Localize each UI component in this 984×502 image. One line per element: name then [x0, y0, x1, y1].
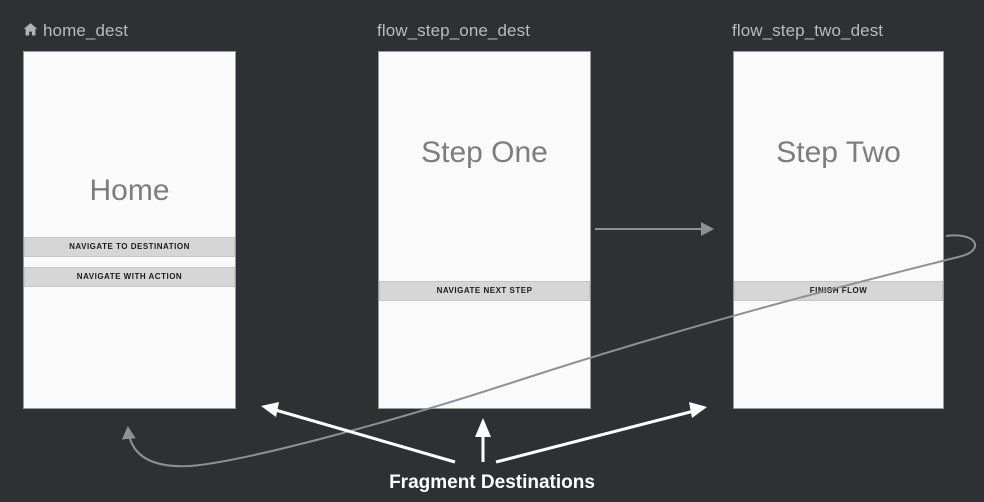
- button-navigate-next-step[interactable]: NAVIGATE NEXT STEP: [379, 281, 590, 301]
- button-finish-flow[interactable]: FINISH FLOW: [734, 281, 943, 301]
- screen-title-step-one: Step One: [421, 136, 548, 169]
- button-navigate-to-destination[interactable]: NAVIGATE TO DESTINATION: [24, 237, 235, 257]
- destination-card-home-dest[interactable]: Home NAVIGATE TO DESTINATION NAVIGATE WI…: [23, 51, 236, 409]
- destination-card-flow-step-two-dest[interactable]: Step Two FINISH FLOW: [733, 51, 944, 409]
- screen-title-step-two: Step Two: [776, 136, 901, 169]
- destination-label-flow-step-one-dest[interactable]: flow_step_one_dest: [377, 21, 531, 40]
- callout-label-fragment-destinations: Fragment Destinations: [389, 472, 595, 493]
- destination-label-home-dest[interactable]: home_dest: [43, 21, 129, 40]
- screen-title-home: Home: [89, 174, 170, 207]
- home-icon: [22, 21, 39, 38]
- callout-arrow-up: [475, 418, 491, 462]
- destination-card-flow-step-one-dest[interactable]: Step One NAVIGATE NEXT STEP: [378, 51, 591, 409]
- callout-arrow-right: [495, 402, 707, 464]
- button-navigate-with-action[interactable]: NAVIGATE WITH ACTION: [24, 267, 235, 287]
- callout-arrow-left: [261, 402, 456, 464]
- destination-label-flow-step-two-dest[interactable]: flow_step_two_dest: [732, 21, 884, 40]
